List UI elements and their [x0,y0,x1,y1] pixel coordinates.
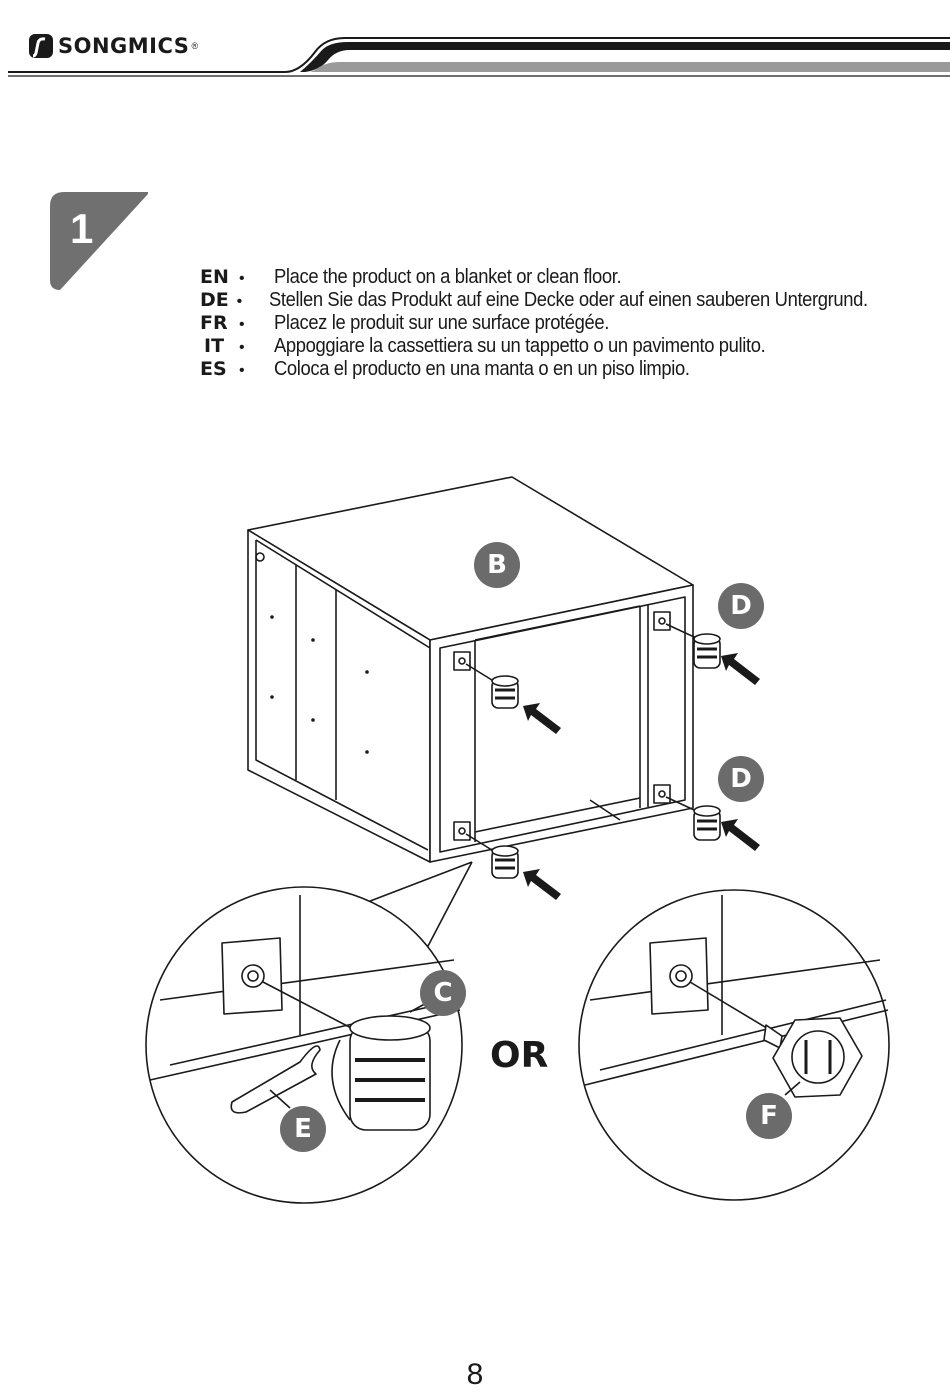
cabinet-drawing [247,476,706,863]
leader-line-e [269,1089,291,1109]
instruction-row-it: IT • Appoggiare la cassettiera su un tap… [200,335,920,358]
page-number: 8 [466,1358,484,1391]
arrow-icon [523,703,561,734]
cabinet-feet [491,633,721,879]
part-callout-d: D [718,583,764,629]
detail-circle-left [145,886,463,1204]
part-callout-c: C [420,970,466,1016]
instruction-text: Appoggiare la cassettiera su un tappetto… [274,335,766,357]
arrow-icon [523,869,561,900]
arrow-icon [721,819,760,851]
part-callout-b: B [474,542,520,588]
brand-registered-mark: ® [191,41,199,51]
page-header: SONGMICS ® [0,0,950,80]
part-callout-f: F [746,1093,792,1139]
part-callout-e: E [280,1106,326,1152]
or-label: OR [490,1035,549,1076]
bullet: • [236,293,243,310]
instruction-text: Coloca el producto en una manta o en un … [274,358,690,380]
instruction-text: Stellen Sie das Produkt auf eine Decke o… [269,289,868,311]
direction-arrows [523,653,760,900]
brand-mark-icon [29,34,53,58]
arrow-icon [721,653,760,685]
language-code: EN [200,266,229,288]
zoom-lead-line [364,861,473,949]
instruction-row-en: EN • Place the product on a blanket or c… [200,266,920,289]
instruction-row-de: DE • Stellen Sie das Produkt auf eine De… [200,289,920,312]
brand-logo: SONGMICS ® [28,32,198,60]
leader-line-f [784,1081,801,1096]
language-code: IT [204,335,225,357]
bullet: • [239,316,245,333]
language-code: DE [200,289,229,311]
instruction-text: Place the product on a blanket or clean … [274,266,622,288]
brand-name: SONGMICS [58,34,190,58]
step-badge-shape [50,192,148,290]
language-code: FR [200,312,228,334]
instruction-row-fr: FR • Placez le produit sur une surface p… [200,312,920,335]
language-code: ES [200,358,227,380]
bullet: • [239,339,245,356]
instruction-row-es: ES • Coloca el producto en una manta o e… [200,358,920,381]
detail-circle-right [578,889,890,1201]
part-callout-d: D [718,756,764,802]
header-rule [8,37,950,77]
step-number: 1 [70,205,94,252]
instruction-text: Placez le produit sur une surface protég… [274,312,610,334]
bullet: • [239,270,245,287]
bullet: • [239,362,245,379]
instructions-list: EN • Place the product on a blanket or c… [200,266,920,381]
